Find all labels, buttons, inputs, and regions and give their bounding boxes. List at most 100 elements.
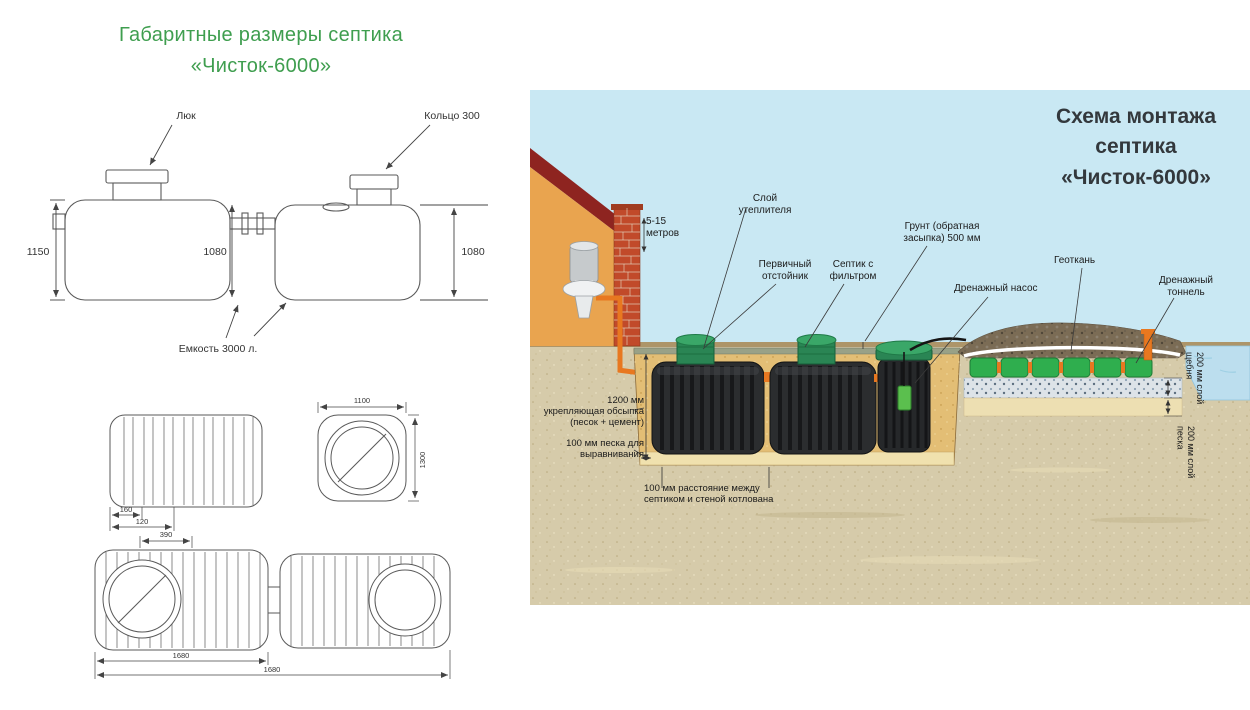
cistern-lid [569,241,599,251]
dim-neck: 390 [160,530,173,539]
label-reinforcing-backfill: 1200 мм укрепляющая обсыпка (песок + цем… [532,395,644,429]
neck-circle-inner [330,426,394,490]
scheme-title-line3: «Чисток-6000» [1061,165,1211,189]
tank2-neck-ribs [798,346,835,355]
hatch-neck [112,182,162,201]
sand-bed-layer [963,397,1183,417]
septic-tanks [651,334,933,455]
label-backfill-soil: Грунт (обратная засыпка) 500 мм [903,221,981,244]
label-primary-settler: Первичный отстойник [758,259,812,282]
brick-cap [611,204,643,210]
hatch-lid [105,169,169,184]
crushed-stone-texture [964,378,1182,398]
dimensions-title-line1: Габаритные размеры септика [118,24,404,46]
dim-tank-length: 1680 [173,651,190,660]
tunnel-connectors [997,362,1125,373]
dimensions-title: Габаритные размеры септика «Чисток-6000» [58,20,464,82]
leader-lines [633,207,1175,457]
connector-pipe [229,217,276,230]
connector-flange [241,212,249,235]
plan-shapes [94,549,451,651]
scheme-title-line1: Схема монтажа [1055,105,1217,128]
connector-flange [256,212,264,235]
inlet-stub [52,213,66,230]
dim-height-inner: 1080 [203,246,227,258]
label-drainage-pump: Дренажный насос [954,283,1038,294]
scheme-dimension-lines [641,218,1182,488]
dim-total-length: 1680 [264,665,281,674]
top-opening [322,202,350,212]
plan-connector [267,586,281,614]
section-square [317,414,407,502]
diameter-line [337,433,387,483]
dimension-texts: Люк Кольцо 300 1150 1080 1080 Емкость 30… [27,110,485,355]
dimension-lines [109,402,419,531]
cross-section-shapes [109,414,407,508]
cistern [569,245,599,283]
ring-label: Кольцо 300 [424,110,480,122]
dimension-texts: 160 120 1100 1300 [120,396,427,526]
toilet-seat [562,280,606,298]
ribs [123,417,254,505]
ribbed-body [109,414,263,508]
water-waves [1193,355,1237,373]
tank2-ribs [778,366,862,450]
dimension-lines [94,536,451,679]
ring-neck [356,188,392,206]
tanks-outline [52,169,421,301]
tank-link-pipe [764,372,770,382]
vent-pipe [1143,331,1153,361]
roof [530,148,630,243]
dim-small-1: 160 [120,505,133,514]
cross-section-drawing: 160 120 1100 1300 [109,396,427,531]
neck-circle-outer [324,420,400,496]
tank1-ribs [660,366,754,450]
label-geotextile: Геоткань [1054,255,1096,266]
label-reinforcing-text: укрепляющая обсыпка (песок + цемент) [543,406,644,429]
tank-a-hatch-diagonal [117,574,167,624]
tunnel-modules [969,357,1153,378]
toilet [562,241,606,319]
side-view-drawing: Люк Кольцо 300 1150 1080 1080 Емкость 30… [27,110,488,355]
hatch-label: Люк [176,110,196,122]
tank-a-hatch-inner [108,565,176,633]
tank1-sheen [657,367,759,375]
dimension-lines [50,124,488,339]
pump-discharge-hose [909,337,967,352]
dim-height-right: 1080 [461,246,485,258]
label-gravel-layer: 200 мм слой щебня [1184,352,1206,405]
tank-b-hatch-outer [368,563,442,637]
water-outflow [1185,345,1250,401]
dim-height: 1300 [418,452,427,469]
installation-scene [530,90,1250,605]
scheme-title-line2: септика [1095,135,1177,159]
label-leveling-sand: 100 мм песка для выравнивания [566,438,644,461]
tank-right-body [274,204,421,301]
dim-height-total: 1150 [27,246,50,258]
tank1-neck-ribs [677,346,714,355]
tank2-lid [796,334,837,346]
dim-small-2: 120 [136,517,149,526]
vent-cap [1141,329,1155,334]
tank1-body [651,361,765,455]
capacity-label: Емкость 3000 л. [179,343,258,355]
tank-b [279,553,451,649]
drainage-pump-unit [897,385,912,411]
toilet-pedestal [574,295,594,319]
label-sand-layer: 200 мм слой песка [1175,426,1197,479]
ring-300 [349,174,399,190]
label-distance: 5-15 метров [646,216,680,239]
tank-b-hatch-inner [374,569,436,631]
label-tank-wall-gap: 100 мм расстояние между септиком и стено… [644,483,774,506]
scheme-title: Схема монтажа септика «Чисток-6000» [1028,102,1244,193]
dimensions-title-line2: «Чисток-6000» [190,55,332,77]
tank2-sheen [775,367,871,375]
label-drainage-tunnel: Дренажный тоннель [1159,275,1213,298]
dim-width: 1100 [354,396,370,405]
label-reinforcing-value: 1200 мм [607,395,644,406]
installation-panel: Схема монтажа септика «Чисток-6000» 5-15… [530,90,1250,605]
label-insulation-layer: Слой утеплителя [738,193,792,216]
dimensions-panel: Габаритные размеры септика «Чисток-6000» [0,0,530,710]
dimension-texts: 390 1680 1680 [160,530,281,674]
